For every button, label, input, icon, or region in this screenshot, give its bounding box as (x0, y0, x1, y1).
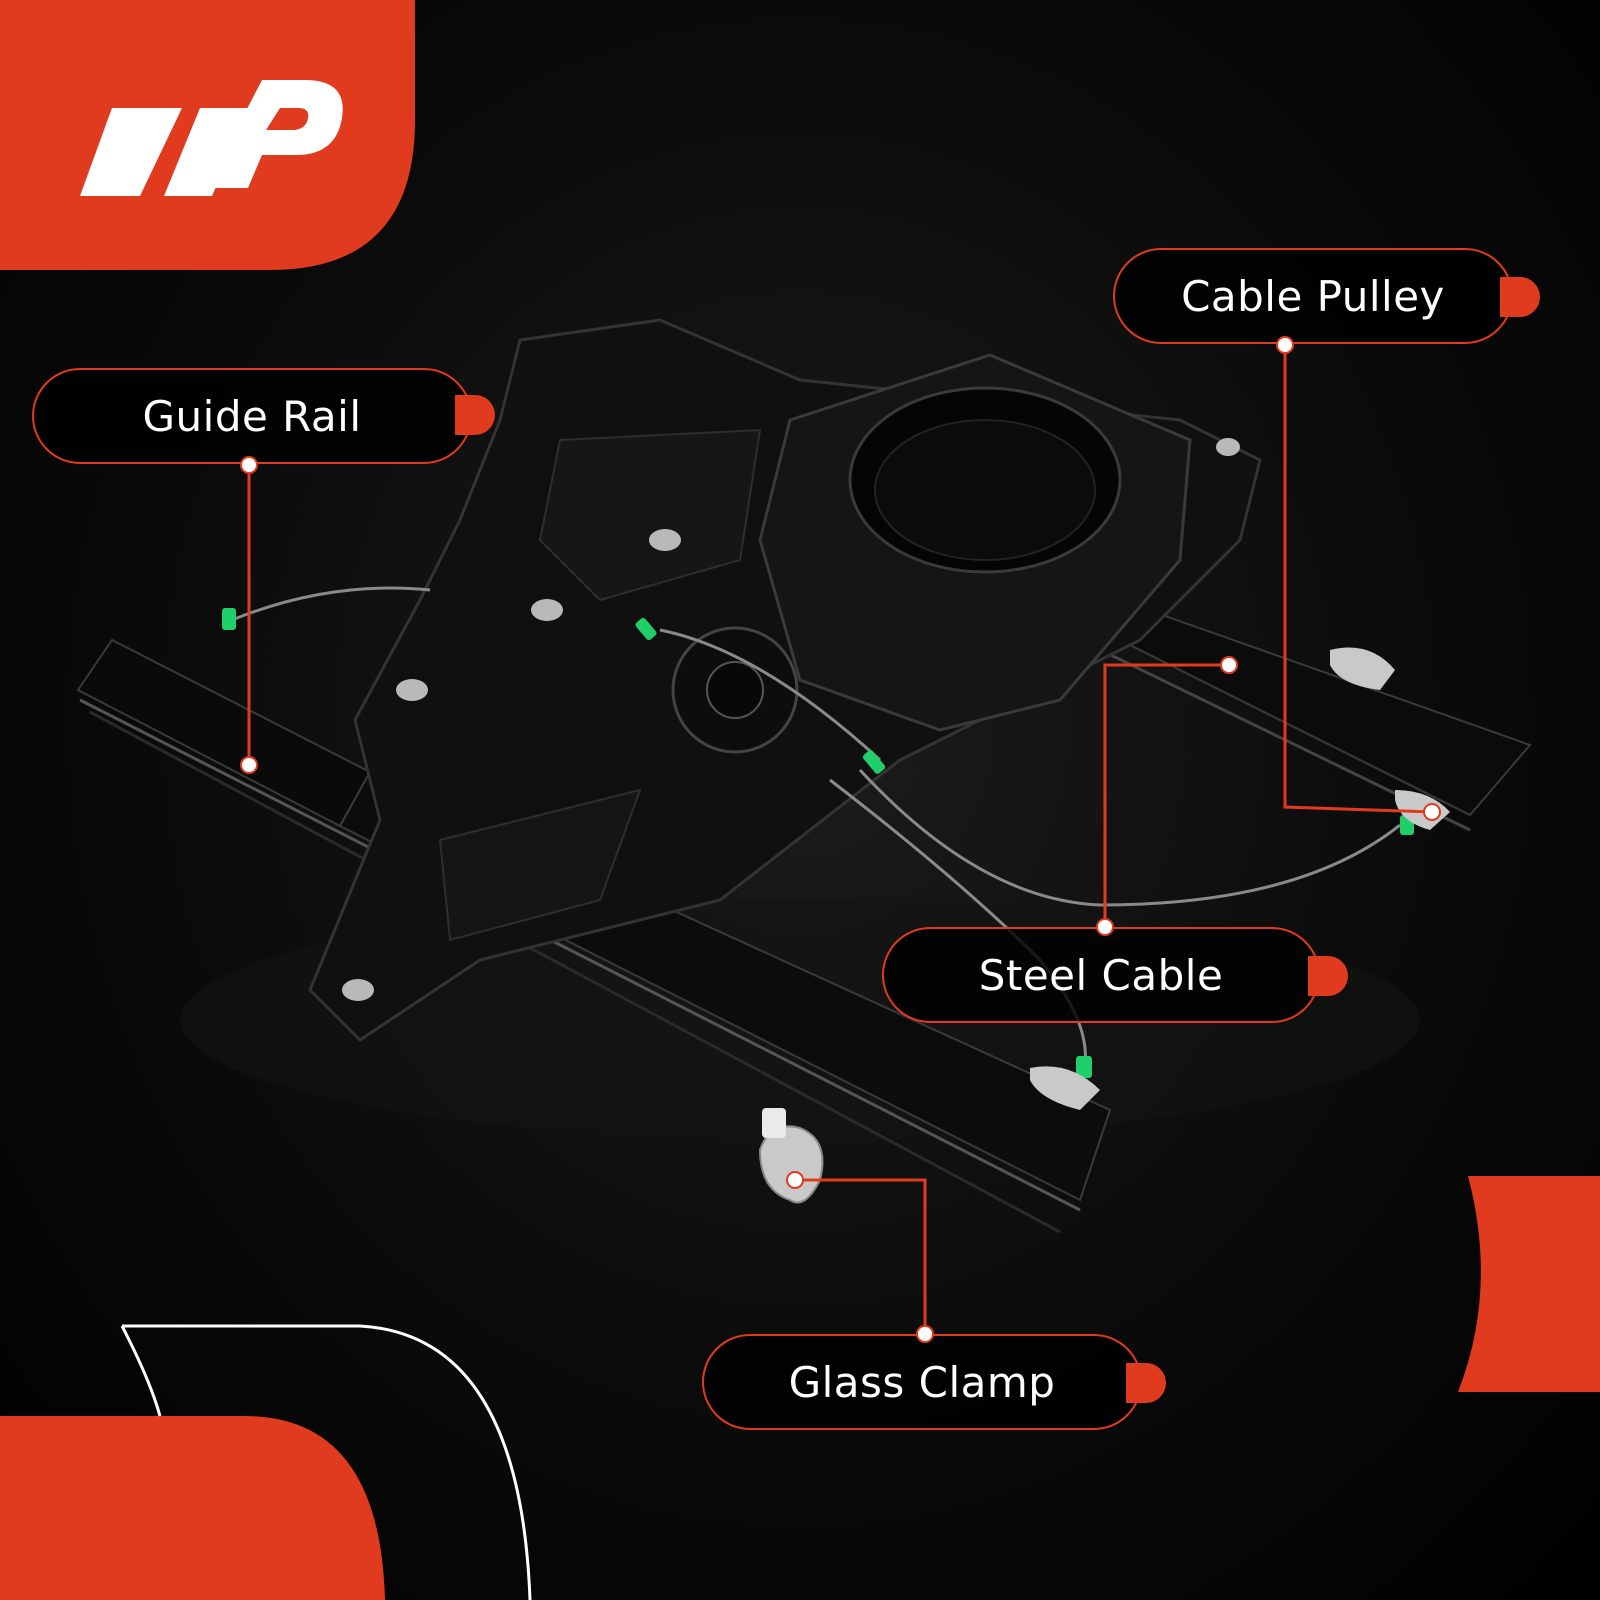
callout-steel-cable-label: Steel Cable (978, 950, 1224, 1000)
glass-clamp-target-dot (786, 1171, 804, 1189)
callout-glass-clamp: Glass Clamp (702, 1334, 1142, 1430)
callout-glass-clamp-tab (1126, 1363, 1166, 1403)
brand-corner-right (1458, 1176, 1600, 1392)
callout-cable-pulley: Cable Pulley (1113, 248, 1513, 344)
guide-rail-pointer-dot (240, 456, 258, 474)
steel-cable-pointer-dot (1096, 918, 1114, 936)
guide-rail-target-dot (240, 756, 258, 774)
steel-cable (231, 586, 1401, 1066)
decorative-arc (122, 1324, 532, 1600)
cable-pulley-pointer-dot (1276, 336, 1294, 354)
callout-cable-pulley-label: Cable Pulley (1181, 271, 1445, 321)
brand-logo (80, 80, 343, 196)
callout-steel-cable: Steel Cable (882, 927, 1320, 1023)
callout-guide-rail: Guide Rail (32, 368, 472, 464)
callout-cable-pulley-tab (1500, 277, 1540, 317)
brand-corner-bottom-left (0, 1416, 385, 1600)
glass-clamp (758, 647, 1450, 1204)
callout-glass-clamp-label: Glass Clamp (788, 1357, 1056, 1407)
callout-guide-rail-label: Guide Rail (142, 391, 362, 441)
steel-cable-target-dot (1220, 656, 1238, 674)
callout-guide-rail-tab (455, 395, 495, 435)
glass-clamp-pointer-dot (916, 1325, 934, 1343)
regulator-panel (308, 318, 1262, 1042)
cable-pulley-target-dot (1423, 803, 1441, 821)
leader-lines (247, 345, 1433, 1334)
callout-steel-cable-tab (1308, 956, 1348, 996)
